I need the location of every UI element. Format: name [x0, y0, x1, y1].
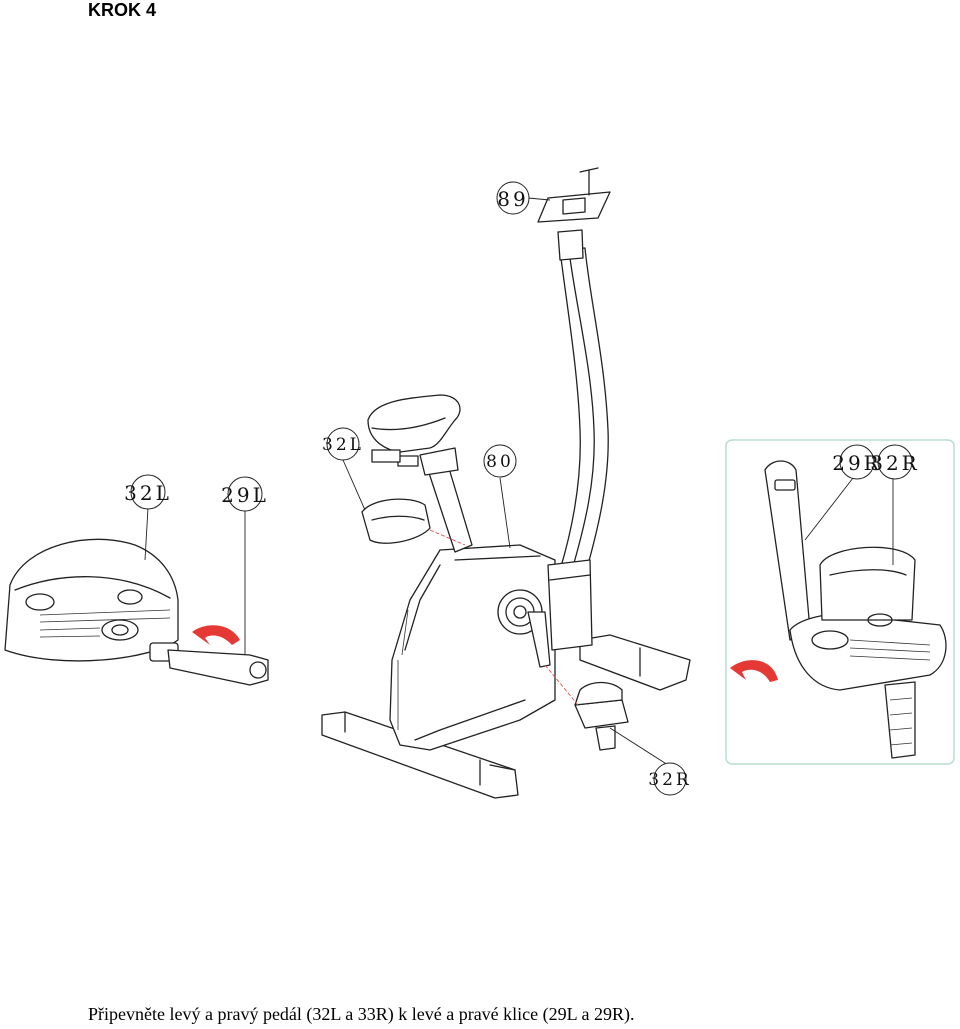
step-title: KROK 4 [88, 0, 157, 20]
alignment-line-right [544, 664, 579, 706]
callout-pedal-right-main: 32R [648, 762, 691, 796]
callout-label: 80 [486, 452, 514, 472]
callout-label: 32R [870, 451, 920, 475]
exercise-bike [321, 167, 691, 799]
callout-label: 29R [832, 451, 882, 475]
callout-label: 32L [124, 481, 172, 505]
callout-crank-left-detail: 29L [221, 476, 269, 512]
callout-pedal-left-detail: 32L [124, 474, 172, 510]
instruction-caption: Připevněte levý a pravý pedál (32L a 33R… [88, 1004, 635, 1024]
callout-label: 32L [322, 435, 364, 455]
rotation-arrow-left [192, 625, 240, 645]
callout-crank-right-detail: 29R [832, 444, 882, 480]
alignment-line-left [429, 529, 466, 546]
callout-label: 32R [648, 770, 691, 790]
callout-pedal-left-main: 32L [322, 427, 364, 461]
callout-label: 89 [497, 187, 528, 211]
left-pedal-crank-detail [4, 538, 269, 686]
detail-frame-right [725, 439, 955, 765]
callout-seat-post: 89 [496, 181, 530, 215]
callout-label: 29L [221, 483, 269, 507]
callout-pedal-right-detail: 32R [870, 444, 920, 480]
rotation-arrow-right [730, 660, 778, 682]
callout-frame: 80 [483, 444, 517, 478]
right-pedal-crank-detail [764, 460, 947, 759]
